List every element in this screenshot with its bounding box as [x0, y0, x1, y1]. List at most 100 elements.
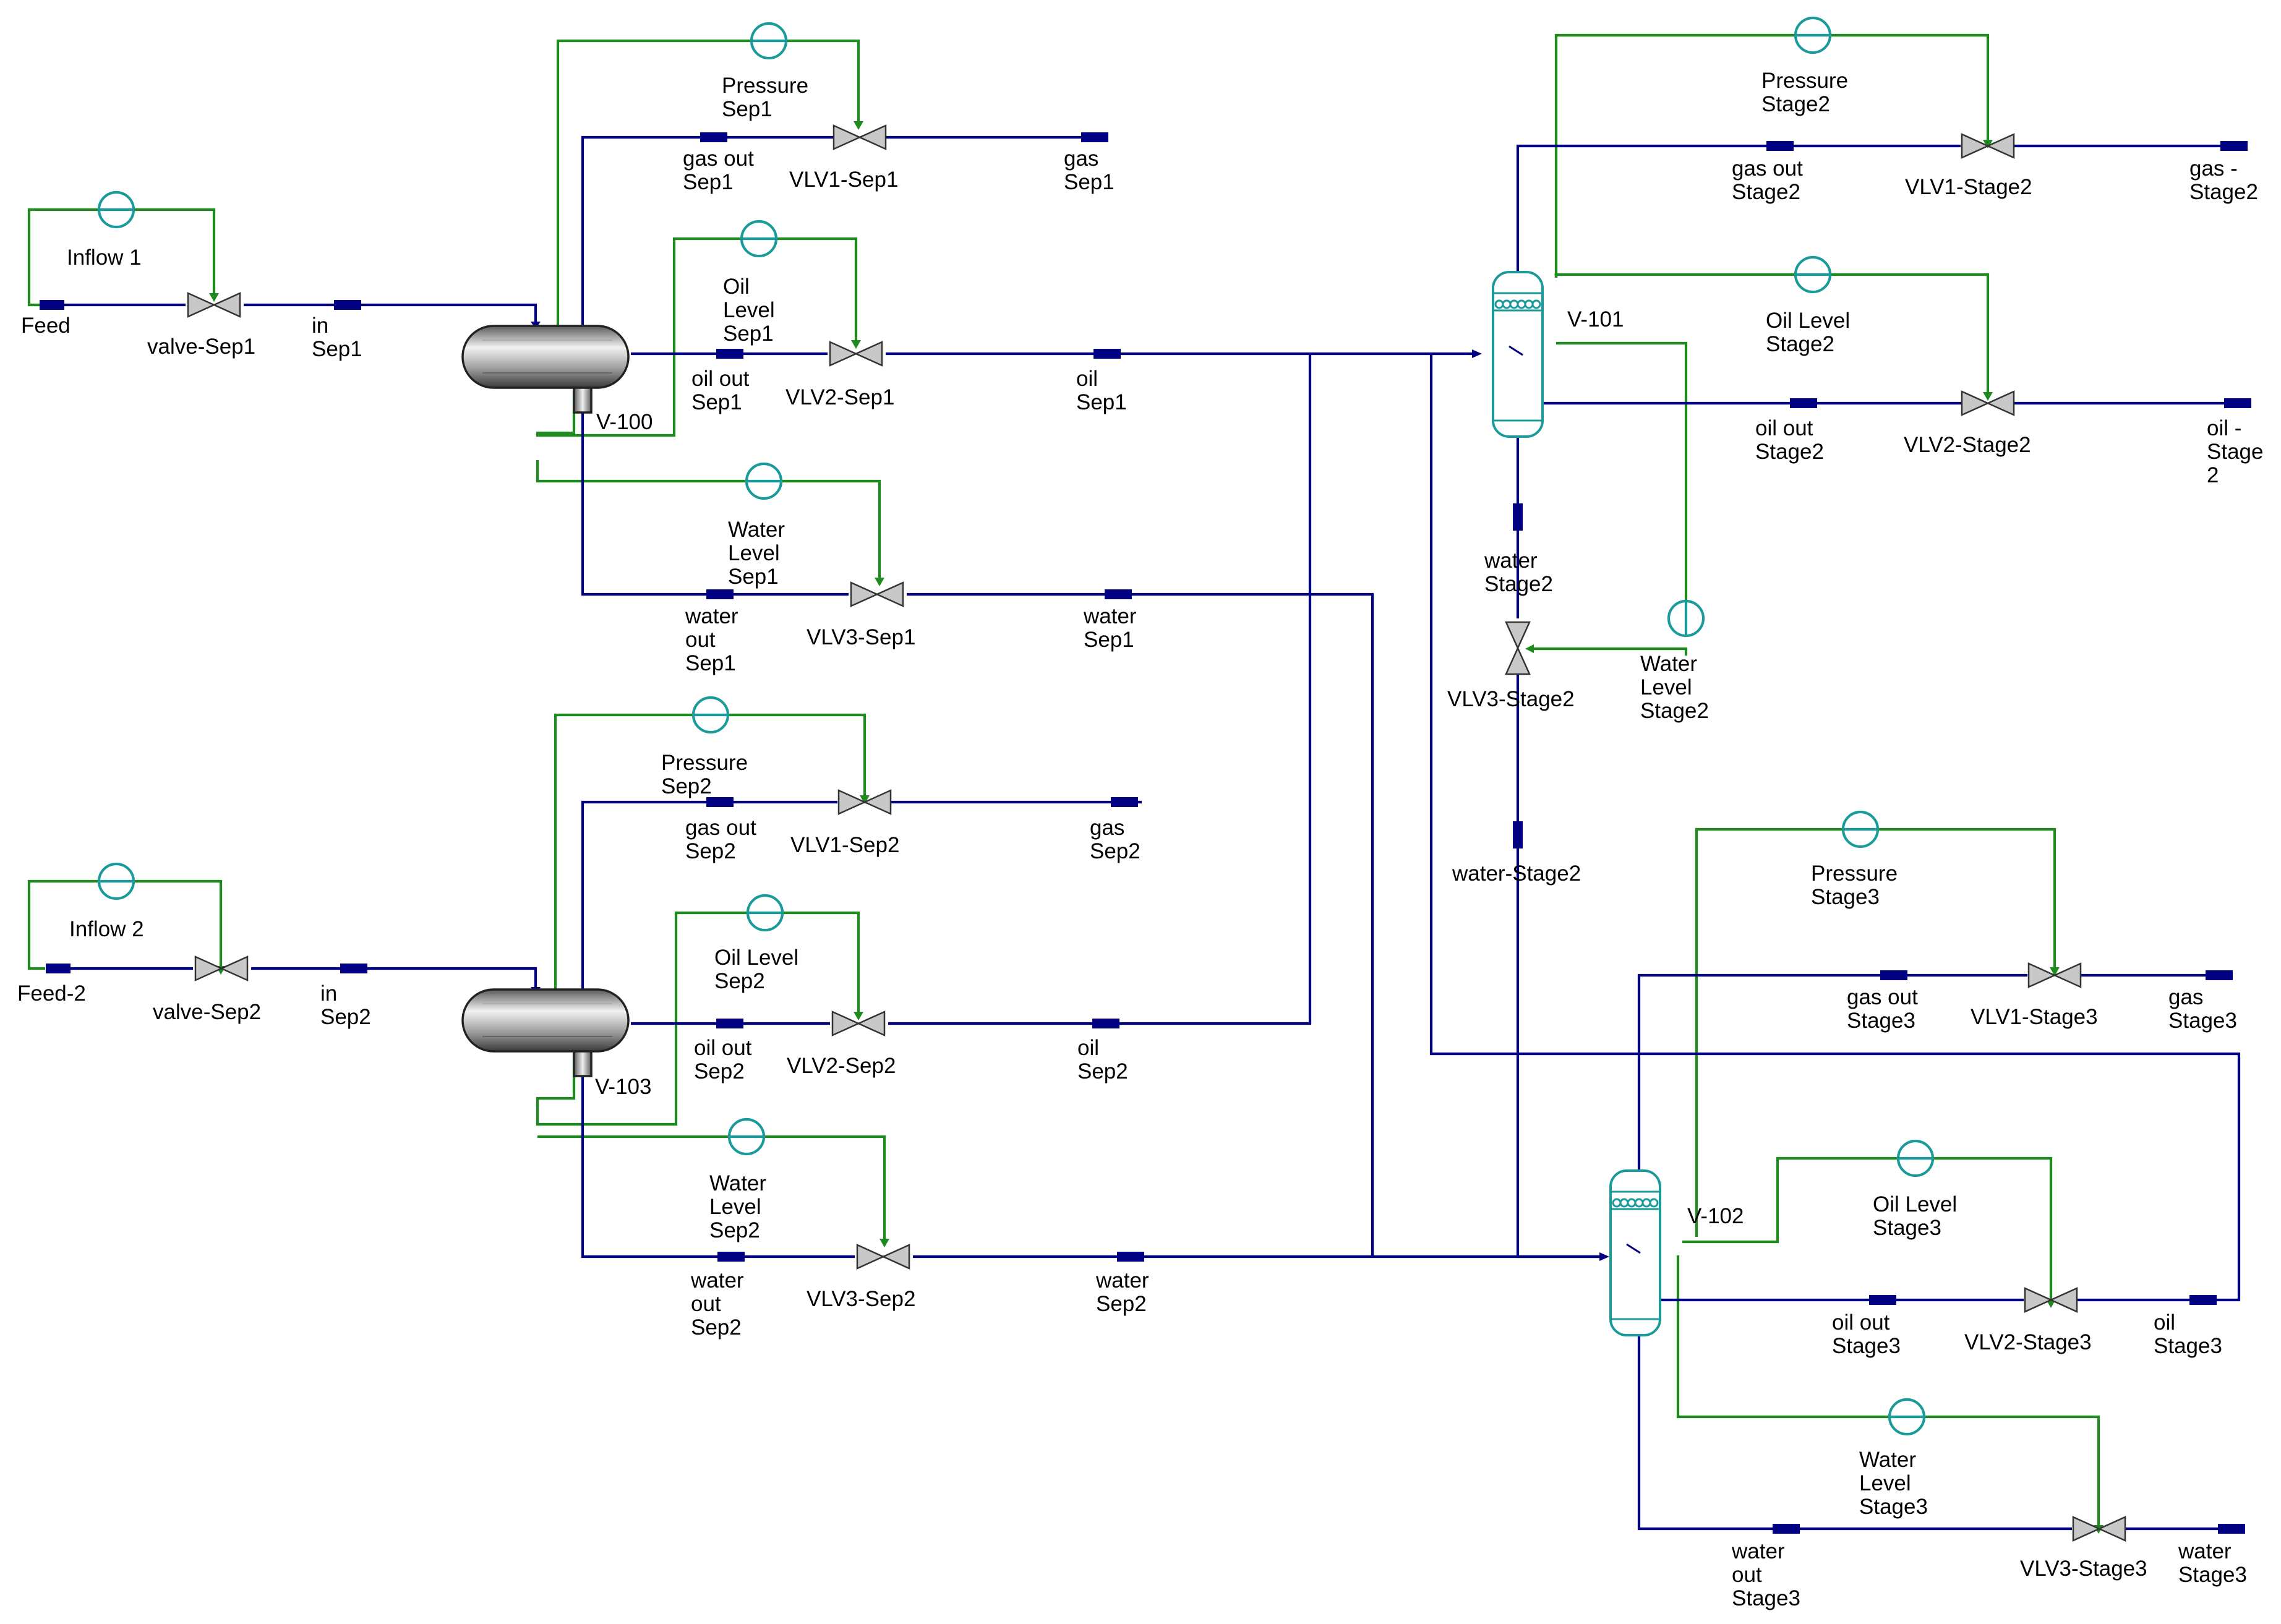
pressure-stage2-controller[interactable]	[1794, 16, 1832, 54]
in-sep2-label: in Sep2	[320, 981, 371, 1029]
controllers	[97, 16, 1935, 1436]
vlv3-stage2[interactable]	[1505, 621, 1531, 675]
oil-level-stage3-controller[interactable]	[1896, 1139, 1935, 1177]
water-level-stage2-controller[interactable]	[1667, 599, 1705, 638]
vlv3-sep2-label: VLV3-Sep2	[807, 1287, 915, 1311]
vlv3-stage3[interactable]	[2072, 1516, 2126, 1542]
water-sep2-label: water Sep2	[1095, 1268, 1155, 1316]
vlv2-sep1-label: VLV2-Sep1	[785, 385, 894, 409]
water-out-sep1-label: water out Sep1	[685, 604, 744, 675]
vessel-v101[interactable]	[1492, 271, 1544, 438]
water-sep1-label: water Sep1	[1083, 604, 1142, 652]
stream-tag-oil-out-sep2[interactable]	[716, 1019, 743, 1028]
gas-out-stage2-label: gas out Stage2	[1732, 156, 1809, 204]
pressure-sep2-controller[interactable]	[691, 696, 730, 734]
stream-tag-gas-out-sep2[interactable]	[706, 797, 734, 807]
stream-tag-oil-stage2[interactable]	[2224, 398, 2251, 408]
oil-level-sep2-controller[interactable]	[746, 894, 784, 932]
pressure-sep1-label: Pressure Sep1	[722, 74, 815, 121]
vlv1-sep2-label: VLV1-Sep2	[790, 833, 899, 857]
inflow1-controller[interactable]	[97, 190, 135, 229]
stream-tag-gas-out-sep1[interactable]	[700, 132, 727, 142]
vlv2-sep2-label: VLV2-Sep2	[787, 1054, 896, 1078]
stream-tag-water-stage3[interactable]	[2218, 1524, 2245, 1534]
material-lines	[49, 135, 2249, 1531]
pressure-sep1-controller[interactable]	[750, 22, 788, 60]
vlv1-stage2-label: VLV1-Stage2	[1905, 175, 2032, 199]
vlv1-sep2[interactable]	[837, 789, 892, 815]
stream-tag-in-sep1[interactable]	[334, 300, 361, 310]
vessel-v103[interactable]	[461, 988, 630, 1077]
oil-sep1-label: oil Sep1	[1076, 367, 1127, 414]
gas-stage3-label: gas Stage3	[2168, 985, 2237, 1033]
stream-tag-gas-stage3[interactable]	[2206, 970, 2233, 980]
stream-tag-in-sep2[interactable]	[340, 964, 367, 973]
gas-sep2-label: gas Sep2	[1090, 816, 1140, 863]
gas-sep1-label: gas Sep1	[1064, 147, 1115, 194]
water-stage2-in-label: water Stage2	[1484, 549, 1553, 596]
stream-tag-oil-out-stage2[interactable]	[1790, 398, 1817, 408]
vlv2-sep2[interactable]	[831, 1011, 886, 1036]
oil-stage3-label: oil Stage3	[2154, 1310, 2222, 1358]
stream-tag-oil-stage3[interactable]	[2189, 1295, 2217, 1305]
stream-tag-water-stage2-out[interactable]	[1513, 821, 1523, 848]
stream-tag-gas-stage2[interactable]	[2220, 141, 2248, 151]
valve-sep2-label: valve-Sep2	[153, 1000, 261, 1024]
stream-tag-water-out-sep2[interactable]	[717, 1252, 745, 1262]
vlv3-sep1[interactable]	[850, 581, 904, 607]
valve-sep1[interactable]	[187, 292, 241, 318]
stream-tag-oil-sep1[interactable]	[1093, 349, 1121, 359]
gas-out-stage3-label: gas out Stage3	[1847, 985, 1924, 1033]
vlv2-sep1[interactable]	[829, 341, 883, 367]
stream-tag-oil-sep2[interactable]	[1092, 1019, 1119, 1028]
stream-tag-water-sep2[interactable]	[1117, 1252, 1144, 1262]
water-out-sep2-label: water out Sep2	[690, 1268, 750, 1340]
valves	[187, 124, 2126, 1542]
oil-level-sep1-controller[interactable]	[740, 220, 778, 258]
vessel-v100[interactable]	[461, 325, 630, 414]
stream-tag-water-out-stage3[interactable]	[1773, 1524, 1800, 1534]
stream-tag-gas-sep1[interactable]	[1081, 132, 1108, 142]
pressure-stage2-label: Pressure Stage2	[1761, 69, 1854, 116]
vlv2-stage3[interactable]	[2024, 1287, 2078, 1313]
water-level-stage3-controller[interactable]	[1888, 1398, 1926, 1436]
v101-label: V-101	[1567, 307, 1624, 331]
feed2-label: Feed-2	[17, 981, 86, 1006]
inflow2-controller[interactable]	[97, 862, 135, 900]
vessel-v102[interactable]	[1609, 1169, 1661, 1336]
oil-out-sep1-label: oil out Sep1	[691, 367, 755, 414]
stream-tag-oil-out-sep1[interactable]	[716, 349, 743, 359]
vlv3-sep2[interactable]	[856, 1244, 910, 1270]
stream-tag-gas-sep2[interactable]	[1111, 797, 1138, 807]
oil-level-stage2-controller[interactable]	[1794, 255, 1832, 294]
signal-lines	[27, 33, 2100, 1528]
stream-tag-water-out-sep1[interactable]	[706, 589, 734, 599]
valve-sep2[interactable]	[194, 955, 249, 981]
water-level-sep2-controller[interactable]	[727, 1118, 766, 1156]
stream-tag-water-sep1[interactable]	[1105, 589, 1132, 599]
pressure-stage3-controller[interactable]	[1841, 810, 1880, 848]
stream-tag-oil-out-stage3[interactable]	[1869, 1295, 1896, 1305]
feed-label: Feed	[21, 314, 71, 338]
labels: Inflow 1 Inflow 2 Pressure Sep1 Oil Leve…	[17, 69, 2269, 1610]
stream-tag-gas-out-stage3[interactable]	[1880, 970, 1907, 980]
stream-tags	[40, 132, 2251, 1534]
oil-stage2-label: oil - Stage 2	[2207, 416, 2269, 487]
stream-tag-water-stage2-in[interactable]	[1513, 503, 1523, 531]
oil-level-sep2-label: Oil Level Sep2	[714, 946, 805, 993]
water-level-sep1-controller[interactable]	[745, 462, 783, 500]
water-level-stage3-label: Water Level Stage3	[1859, 1448, 1928, 1519]
vlv3-sep1-label: VLV3-Sep1	[807, 625, 915, 649]
inflow2-label: Inflow 2	[69, 917, 144, 941]
stream-tag-feed2[interactable]	[46, 964, 71, 973]
vlv1-sep1[interactable]	[832, 124, 887, 150]
stream-tag-gas-out-stage2[interactable]	[1766, 141, 1794, 151]
stream-tag-feed[interactable]	[40, 300, 64, 310]
v102-label: V-102	[1687, 1204, 1744, 1228]
oil-out-stage3-label: oil out Stage3	[1832, 1310, 1901, 1358]
vlv2-stage2[interactable]	[1961, 390, 2015, 416]
vlv2-stage2-label: VLV2-Stage2	[1904, 433, 2031, 457]
vlv2-stage3-label: VLV2-Stage3	[1964, 1330, 2092, 1354]
vlv1-stage3[interactable]	[2027, 962, 2082, 988]
vlv1-stage2[interactable]	[1961, 133, 2015, 159]
